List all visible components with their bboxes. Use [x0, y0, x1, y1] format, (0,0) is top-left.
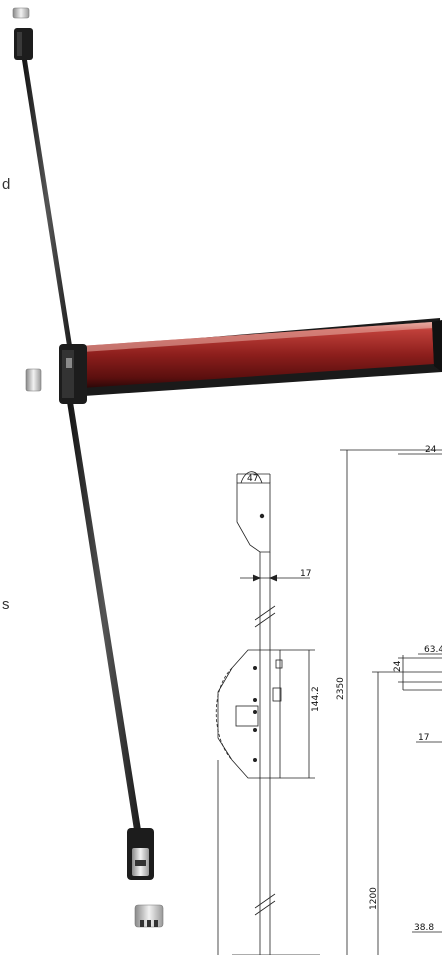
- dim-label-24-small: 24: [393, 660, 403, 672]
- dim-label-38-8: 38.8: [414, 923, 434, 933]
- cropped-text-fragment-top: d: [2, 176, 11, 193]
- dim-label-17: 17: [300, 569, 311, 579]
- upper-rod: [22, 60, 73, 352]
- dim-label-24-top: 24: [425, 445, 437, 455]
- panic-bar-product: [12, 7, 442, 928]
- dim-label-47: 47: [247, 474, 258, 484]
- dim-label-1200: 1200: [369, 887, 379, 910]
- top-keeper: [12, 7, 30, 19]
- dim-label-63-4: 63.4: [424, 645, 442, 655]
- drawing-top-head: [236, 482, 271, 553]
- technical-drawing: [215, 449, 442, 955]
- dim-label-2350: 2350: [336, 677, 346, 700]
- lower-rod: [67, 402, 141, 830]
- drawing-center-mechanism: [217, 649, 281, 779]
- push-bar-end-cap: [432, 320, 442, 372]
- dim-label-17-right: 17: [418, 733, 429, 743]
- push-bar: [80, 322, 434, 388]
- top-latch: [14, 28, 33, 60]
- dim-label-144-2: 144.2: [311, 686, 321, 712]
- side-keeper: [25, 368, 42, 392]
- cropped-text-fragment-bottom: s: [2, 596, 10, 613]
